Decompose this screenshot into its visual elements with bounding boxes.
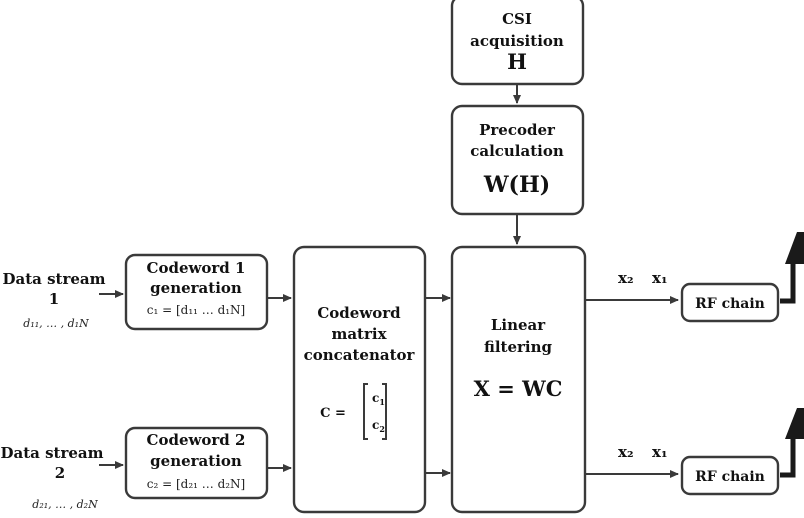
codeword1-generation-block: Codeword 1 generation c₁ = [d₁₁ … d₁N] <box>124 253 269 331</box>
stream1-number: 1 <box>49 290 59 308</box>
stream1-title: Data stream <box>2 270 105 288</box>
antenna-2 <box>780 408 804 478</box>
matrix-entry-c1: c1 <box>372 391 385 407</box>
calculation-label: calculation <box>470 142 564 160</box>
matrix-left-bracket <box>363 383 368 440</box>
antenna-2-icon <box>785 408 804 439</box>
rf-chain-2: RF chain <box>680 455 780 496</box>
channel-matrix-symbol: H <box>507 49 527 74</box>
cw1-generation-label: generation <box>150 279 242 297</box>
filtering-formula: X = WC <box>474 376 563 401</box>
stream1-symbols: d₁₁, … , d₁N <box>23 317 89 330</box>
rf-chain-1: RF chain <box>680 282 780 323</box>
precoder-label: Precoder <box>479 121 556 139</box>
csi-acquisition-label: acquisition <box>470 32 564 50</box>
stream2-number: 2 <box>55 464 65 482</box>
output-x2-top: x₂ <box>618 269 634 287</box>
concat-matrix-lhs: C = <box>320 406 346 421</box>
data-stream-2: Data stream 2 d₂₁, … , d₂N <box>0 444 103 511</box>
rf-chain-2-label: RF chain <box>695 469 765 485</box>
stream2-symbols: d₂₁, … , d₂N <box>32 498 98 511</box>
rf-chain-1-label: RF chain <box>695 296 765 312</box>
precoder-calculation-block: Precoder calculation W(H) <box>450 104 585 216</box>
csi-acquisition-block: CSI acquisition H <box>450 0 585 86</box>
linear-label: Linear <box>491 316 546 334</box>
antenna-1-icon <box>785 232 804 264</box>
cw2-title: Codeword 2 <box>147 431 246 449</box>
cw1-formula: c₁ = [d₁₁ … d₁N] <box>147 303 246 317</box>
data-stream-1: Data stream 1 d₁₁, … , d₁N <box>2 270 105 330</box>
cw2-formula: c₂ = [d₂₁ … d₂N] <box>147 477 246 491</box>
concat-line2: matrix <box>331 325 387 343</box>
filtering-label: filtering <box>484 338 553 356</box>
stream2-title: Data stream <box>0 444 103 462</box>
output-x1-top: x₁ <box>652 269 668 287</box>
matrix-entry-c2: c2 <box>372 418 385 434</box>
linear-filtering-block: Linear filtering X = WC <box>450 245 587 514</box>
csi-label: CSI <box>502 10 532 28</box>
cw1-title: Codeword 1 <box>147 259 246 277</box>
codeword2-generation-block: Codeword 2 generation c₂ = [d₂₁ … d₂N] <box>124 426 269 500</box>
concat-line1: Codeword <box>317 304 401 322</box>
concat-line3: concatenator <box>304 346 416 364</box>
output-x1-bottom: x₁ <box>652 443 668 461</box>
cw2-generation-label: generation <box>150 452 242 470</box>
precoder-formula: W(H) <box>483 172 550 198</box>
matrix-right-bracket <box>382 383 387 440</box>
connectors <box>99 84 679 478</box>
antenna-1 <box>780 232 804 304</box>
concatenator-block: Codeword matrix concatenator C = c1 c2 <box>292 245 427 514</box>
output-x2-bottom: x₂ <box>618 443 634 461</box>
